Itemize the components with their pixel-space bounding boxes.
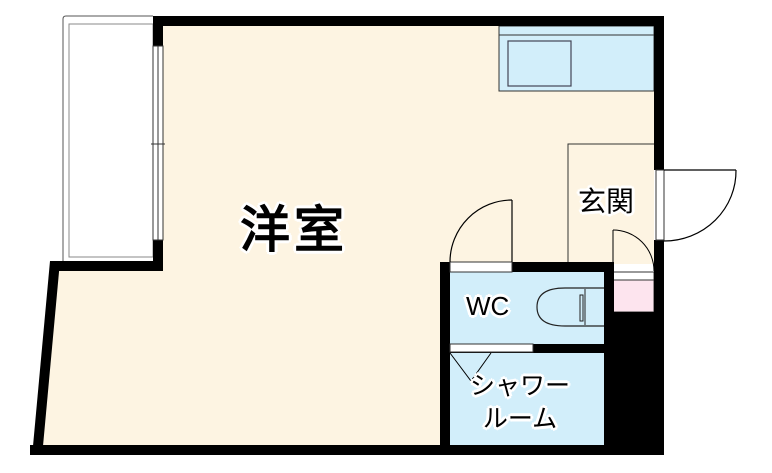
entrance-door	[655, 169, 737, 242]
entrance-area	[567, 143, 654, 264]
room-label-western: 洋室	[240, 201, 348, 259]
shower-door	[449, 343, 534, 382]
closet-door	[612, 229, 655, 272]
western-room-floor	[40, 26, 654, 446]
sink-icon	[507, 40, 572, 87]
shower-floor	[450, 353, 604, 446]
toilet-icon	[536, 287, 604, 327]
window	[151, 45, 165, 241]
room-label-shower: シャワー ルーム	[470, 370, 570, 435]
shower-label-line2: ルーム	[482, 403, 558, 433]
room-label-entrance: 玄関	[578, 185, 635, 218]
walls	[30, 16, 664, 455]
balcony	[62, 15, 154, 263]
kitchen-counter	[498, 25, 655, 92]
room-label-wc: WC	[466, 291, 510, 321]
shower-label-line1: シャワー	[470, 371, 571, 400]
wc-door	[449, 199, 513, 273]
